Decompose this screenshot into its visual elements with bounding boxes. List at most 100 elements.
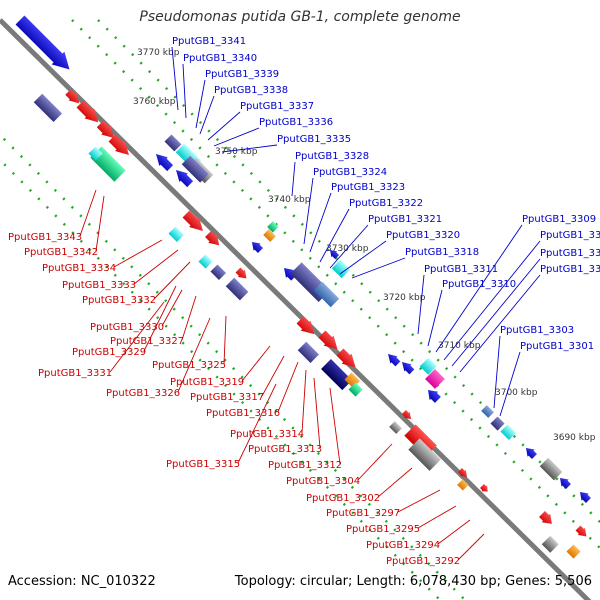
label-leader [377,467,413,498]
gene-label-reverse: PputGB1_3310 [442,279,516,290]
gene-label-reverse: PputGB1_3311 [424,264,498,275]
reverse-gene-arrow [526,448,537,459]
label-leader [213,127,260,147]
forward-gene-arrow [402,410,412,420]
gene-label-reverse: PputGB1_3324 [313,167,387,178]
genome-backbone [0,18,592,600]
topology-text: Topology: circular; Length: 6,078,430 bp… [234,574,592,589]
kbp-tick-label: 3720 kbp [383,293,426,303]
gene-label-reverse: PputGB1_3328 [295,151,369,162]
label-leader [113,239,163,268]
reverse-gene-arrow [284,268,297,281]
forward-gene-arrow [65,89,80,104]
label-leader [443,240,541,361]
gene-box [263,229,276,242]
gene-label-reverse: PputGB1_3341 [172,36,246,47]
reverse-gene-arrow [330,250,340,260]
label-leader [417,505,457,529]
reverse-gene-arrow [176,170,194,188]
label-leader [221,144,278,153]
gene-label-forward: PputGB1_3343 [8,232,82,243]
label-leader [241,345,271,382]
forward-gene-arrow [235,267,247,279]
label-leader [339,240,387,275]
label-leader [195,79,206,129]
gene-box [490,416,505,431]
label-leader [133,249,179,285]
gene-label-reverse: PputGB1_3322 [349,198,423,209]
gene-label-forward: PputGB1_3292 [386,556,460,567]
kbp-tick-label: 3760 kbp [133,97,176,107]
label-leader [329,387,341,465]
gene-label-reverse: PputGB1_3303 [500,325,574,336]
gene-box [541,535,559,553]
label-leader [109,301,165,373]
label-leader [95,195,105,252]
gene-label-reverse: PputGB1_3338 [214,85,288,96]
gene-label-forward: PputGB1_3334 [42,263,116,274]
gene-label-reverse: PputGB1_3307 [540,230,600,241]
label-leader [301,369,307,434]
reverse-gene-arrow [580,492,591,503]
label-leader [143,285,177,352]
reverse-gene-arrow [388,354,401,367]
gene-label-reverse: PputGB1_3321 [368,214,442,225]
forward-gene-arrow [182,210,203,231]
forward-gene-arrow [76,100,99,123]
forward-gene-arrow [458,468,468,478]
gene-label-forward: PputGB1_3314 [230,429,304,440]
forward-gene-arrow [480,484,488,492]
label-leader [457,533,485,561]
forward-gene-arrow [539,511,552,524]
gene-label-forward: PputGB1_3325 [152,360,226,371]
label-leader [199,95,215,135]
gene-label-reverse: PputGB1_3337 [240,101,314,112]
reverse-gene-arrow [402,362,415,375]
forward-gene-arrow [96,120,115,139]
label-leader [319,208,350,263]
gene-label-forward: PputGB1_3315 [166,459,240,470]
gene-box [210,264,227,281]
label-leader [351,257,406,279]
gene-label-reverse: PputGB1_3320 [386,230,460,241]
gene-label-reverse: PputGB1_3305 [540,264,600,275]
gene-label-forward: PputGB1_3331 [38,368,112,379]
gene-label-forward: PputGB1_3326 [106,388,180,399]
kbp-tick-label: 3690 kbp [553,433,596,443]
label-leader [309,192,332,253]
label-leader [459,274,541,373]
label-leader [237,383,277,464]
gene-box [481,405,494,418]
forward-gene-arrow [318,330,338,350]
label-leader [177,317,211,393]
gene-box [198,254,213,269]
label-leader [181,295,197,341]
gene-label-reverse: PputGB1_3335 [277,134,351,145]
gene-box [500,424,517,441]
gene-label-reverse: PputGB1_3323 [331,182,405,193]
gene-box [313,281,340,308]
gene-box [331,259,351,279]
gene-label-forward: PputGB1_3327 [110,336,184,347]
gene-box [566,544,581,559]
gene-label-forward: PputGB1_3329 [72,347,146,358]
gene-box [181,155,209,183]
label-leader [313,377,321,449]
reverse-gene-arrow [560,478,571,489]
gene-label-forward: PputGB1_3316 [206,408,280,419]
reverse-gene-arrow [252,242,263,253]
gene-label-reverse: PputGB1_3301 [520,341,594,352]
label-leader [277,361,299,413]
gene-box [164,134,182,152]
label-leader [161,289,183,327]
forward-gene-arrow [336,348,356,368]
gene-label-reverse: PputGB1_3306 [540,248,600,259]
forward-gene-arrow [205,231,220,246]
map-title: Pseudomonas putida GB-1, complete genome [139,9,461,25]
gene-label-reverse: PputGB1_3339 [205,69,279,80]
label-leader [182,63,187,119]
kbp-tick-label: 3740 kbp [268,195,311,205]
label-leader [493,335,501,409]
kbp-tick-label: 3710 kbp [438,341,481,351]
